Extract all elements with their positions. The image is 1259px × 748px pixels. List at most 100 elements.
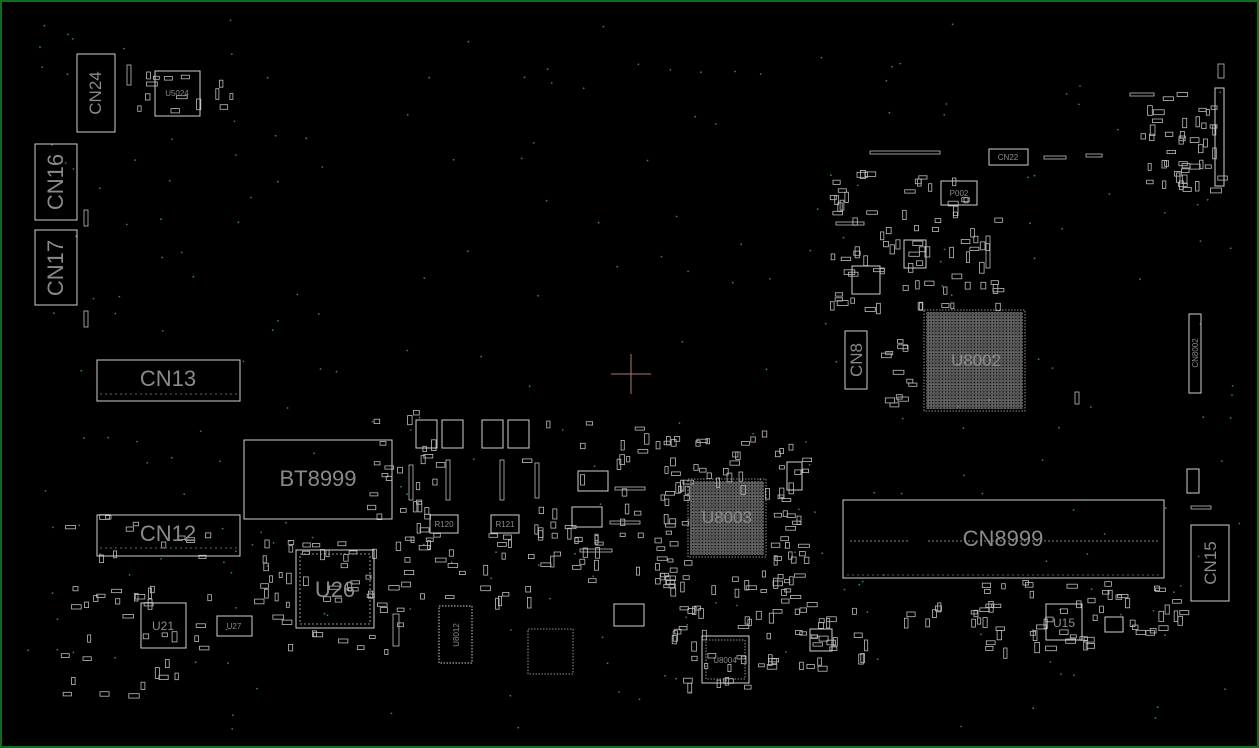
cn13-connector[interactable]: CN13 <box>96 359 241 402</box>
via-dot <box>808 463 811 466</box>
u8003-bga[interactable]: U8003 <box>687 478 767 558</box>
passive-pad <box>866 210 878 215</box>
passive-pad <box>799 631 808 636</box>
via-dot <box>843 588 846 591</box>
passive-pad <box>427 540 431 550</box>
passive-pad <box>1179 180 1184 191</box>
inductor-2[interactable] <box>441 419 464 449</box>
inductor-3[interactable] <box>481 419 504 449</box>
passive-pad <box>727 664 732 673</box>
via-dot <box>56 648 59 651</box>
inductor-1[interactable] <box>415 419 438 449</box>
passive-pad <box>1201 122 1207 129</box>
passive-pad <box>1099 605 1104 614</box>
bt8999-battery[interactable]: BT8999 <box>243 439 393 520</box>
inductor-4[interactable] <box>507 419 530 449</box>
u8012-label: U8012 <box>452 623 461 647</box>
passive-pad <box>585 421 593 426</box>
bt8999-label: BT8999 <box>279 466 356 491</box>
u27-chip[interactable]: U27 <box>216 615 253 637</box>
cn16-connector[interactable]: CN16 <box>34 143 78 221</box>
passive-pad <box>788 443 794 451</box>
via-dot <box>687 270 689 273</box>
passive-pad <box>832 637 838 647</box>
passive-pad <box>873 268 885 273</box>
u26-chip[interactable]: U26 <box>295 549 375 629</box>
u15-chip[interactable]: U15 <box>1045 603 1083 641</box>
via-dot <box>199 430 202 432</box>
u8004-chip[interactable]: U8004 <box>701 635 750 684</box>
passive-pad <box>774 556 782 561</box>
u21-chip[interactable]: U21 <box>140 602 187 649</box>
passive-pad <box>616 458 622 470</box>
via-dot <box>520 157 523 160</box>
r121-resistor[interactable]: R121 <box>490 514 520 534</box>
cn8-connector[interactable]: CN8 <box>844 330 868 390</box>
passive-pad <box>785 526 796 531</box>
cn12-connector[interactable]: CN12 <box>96 514 241 557</box>
via-dot <box>1117 128 1119 131</box>
passive-pad <box>802 468 809 474</box>
cn17-connector[interactable]: CN17 <box>34 229 78 306</box>
passive-pad <box>812 642 823 647</box>
via-dot <box>593 465 596 467</box>
passive-pad <box>1182 186 1192 192</box>
via-dot <box>678 422 681 424</box>
r120-resistor[interactable]: R120 <box>429 514 459 534</box>
via-dot <box>409 608 412 610</box>
passive-pad <box>982 617 988 628</box>
passive-pad <box>417 501 423 513</box>
passive-pad <box>856 171 868 178</box>
via-dot <box>1229 247 1232 250</box>
passive-pad <box>99 554 104 563</box>
u8002-bga[interactable]: U8002 <box>923 309 1026 412</box>
via-dot <box>1060 673 1062 675</box>
passive-pad <box>1102 590 1110 595</box>
passive-pad <box>796 515 802 525</box>
passive-pad <box>829 646 838 651</box>
p002-label: P002 <box>950 189 969 198</box>
passive-pad <box>904 189 916 194</box>
passive-pad <box>980 281 987 290</box>
via-dot <box>422 543 425 546</box>
via-dot <box>545 199 548 202</box>
via-dot <box>951 23 954 26</box>
passive-pad <box>678 626 688 631</box>
passive-pad <box>834 195 840 205</box>
bga-chip-small[interactable] <box>527 628 574 675</box>
p002-component[interactable]: P002 <box>940 180 978 206</box>
passive-pad <box>1146 179 1154 185</box>
cn15-connector[interactable]: CN15 <box>1190 524 1230 602</box>
passive-pad <box>379 441 387 446</box>
passive-pad <box>897 344 908 350</box>
passive-pad <box>328 585 340 590</box>
passive-pad <box>495 597 500 610</box>
u5024-chip[interactable]: U5024 <box>154 70 201 117</box>
passive-pad <box>254 598 265 605</box>
via-dot <box>1041 459 1044 461</box>
cn8002-connector[interactable]: CN8002 <box>1188 313 1202 394</box>
via-dot <box>664 674 666 677</box>
cn24-connector[interactable]: CN24 <box>76 53 116 133</box>
passive-pad <box>985 640 996 646</box>
passive-pad <box>435 462 446 468</box>
passive-pad <box>1178 137 1184 145</box>
passive-pad <box>538 527 544 538</box>
passive-pad <box>794 573 806 578</box>
passive-pad <box>780 536 789 542</box>
via-dot <box>618 691 620 693</box>
cn8999-connector[interactable]: CN8999 <box>842 499 1165 579</box>
edge-connector[interactable] <box>1214 87 1225 187</box>
passive-pad <box>1210 105 1218 110</box>
via-dot <box>752 432 755 435</box>
passive-pad <box>403 570 415 576</box>
cn22-connector[interactable]: CN22 <box>988 148 1029 166</box>
u8012-chip[interactable]: U8012 <box>438 605 473 664</box>
passive-pad <box>665 530 673 535</box>
passive-pad <box>1149 124 1156 136</box>
passive-pad <box>527 597 532 609</box>
via-dot <box>950 294 953 297</box>
via-dot <box>1238 522 1241 525</box>
